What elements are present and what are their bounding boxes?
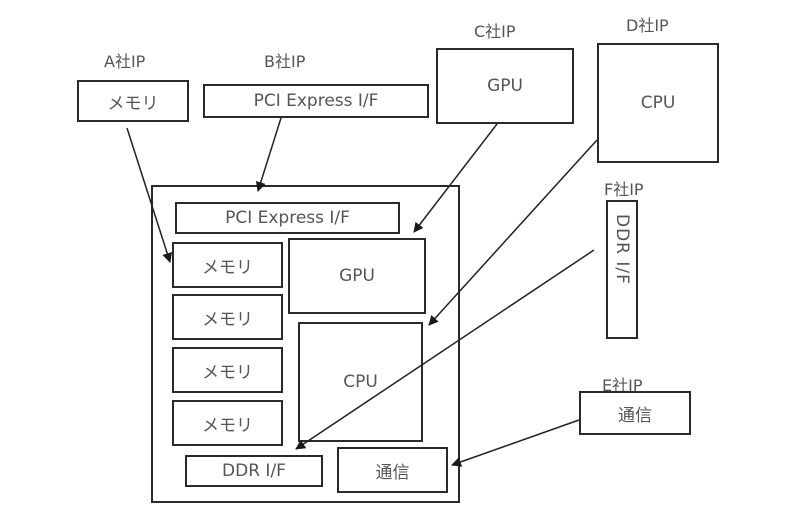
chip-gpu-text: GPU <box>339 266 375 286</box>
chip-comm-block: 通信 <box>337 447 448 493</box>
vendor-label-e: E社IP <box>602 376 643 395</box>
ip-c-gpu-text: GPU <box>487 76 523 96</box>
ip-e-comm-block: 通信 <box>579 391 691 435</box>
vendor-label-a: A社IP <box>104 52 146 71</box>
chip-gpu-block: GPU <box>288 238 426 314</box>
ip-a-memory-block: メモリ <box>77 80 189 122</box>
arrow-e-comm <box>451 419 580 467</box>
vendor-label-b: B社IP <box>264 52 306 71</box>
chip-memory-block: メモリ <box>172 294 283 340</box>
chip-memory-block: メモリ <box>172 347 283 393</box>
chip-memory-text: メモリ <box>202 362 253 383</box>
chip-cpu-text: CPU <box>343 372 378 392</box>
chip-memory-text: メモリ <box>202 309 253 330</box>
ip-a-memory-text: メモリ <box>107 93 159 114</box>
arrow-c-gpu <box>413 123 498 233</box>
chip-pcie-block: PCI Express I/F <box>175 202 400 234</box>
chip-cpu-block: CPU <box>298 322 423 442</box>
arrow-d-cpu <box>428 139 598 326</box>
chip-pcie-text: PCI Express I/F <box>225 208 350 228</box>
ip-f-ddr-text: DDR I/F <box>612 214 632 285</box>
chip-memory-block: メモリ <box>172 400 283 446</box>
chip-ddr-text: DDR I/F <box>222 461 286 481</box>
ip-e-comm-text: 通信 <box>618 405 652 426</box>
chip-ddr-block: DDR I/F <box>185 455 323 487</box>
vendor-label-d: D社IP <box>626 16 669 35</box>
chip-memory-text: メモリ <box>202 257 253 278</box>
ip-b-pcie-text: PCI Express I/F <box>253 91 379 111</box>
arrow-a-memory <box>126 127 173 263</box>
chip-memory-block: メモリ <box>172 242 283 288</box>
chip-comm-text: 通信 <box>375 462 410 483</box>
ip-c-gpu-block: GPU <box>436 48 574 124</box>
chip-memory-text: メモリ <box>202 415 253 436</box>
ip-d-cpu-block: CPU <box>597 43 719 163</box>
vendor-label-f: F社IP <box>604 180 644 199</box>
arrow-b-pcie <box>255 117 282 192</box>
arrow-f-ddr <box>295 249 595 450</box>
ip-d-cpu-text: CPU <box>640 93 676 113</box>
ip-b-pcie-block: PCI Express I/F <box>203 84 429 118</box>
ip-f-ddr-block: DDR I/F <box>606 200 638 339</box>
vendor-label-c: C社IP <box>474 22 516 41</box>
